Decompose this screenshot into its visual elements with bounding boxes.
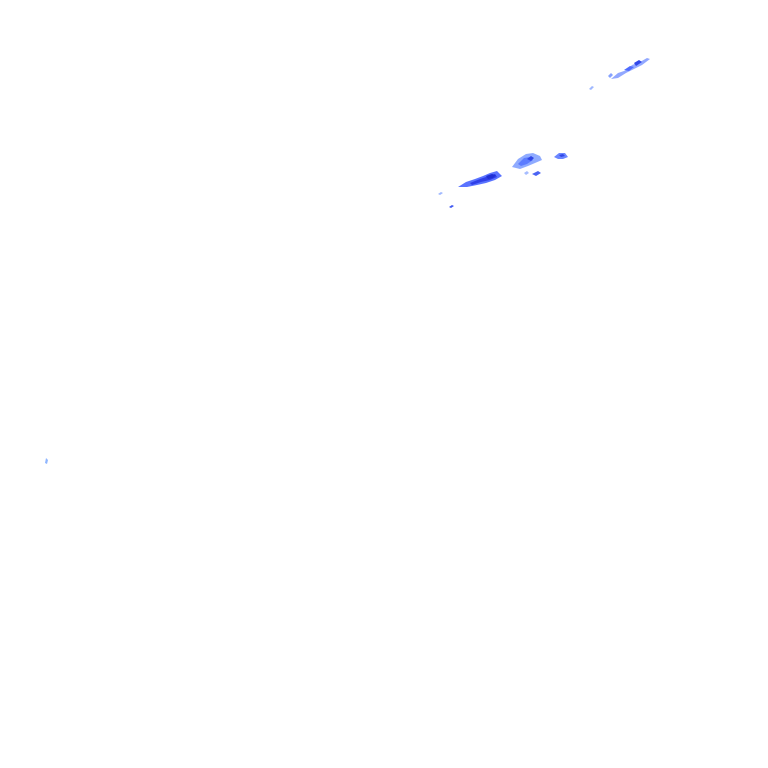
precip-cell-middle [512, 153, 542, 176]
precip-speck-left [45, 458, 48, 464]
precip-cell-small-right [554, 153, 568, 159]
precip-cell-band-main [438, 171, 502, 208]
precip-cell-upper-right [589, 58, 650, 90]
